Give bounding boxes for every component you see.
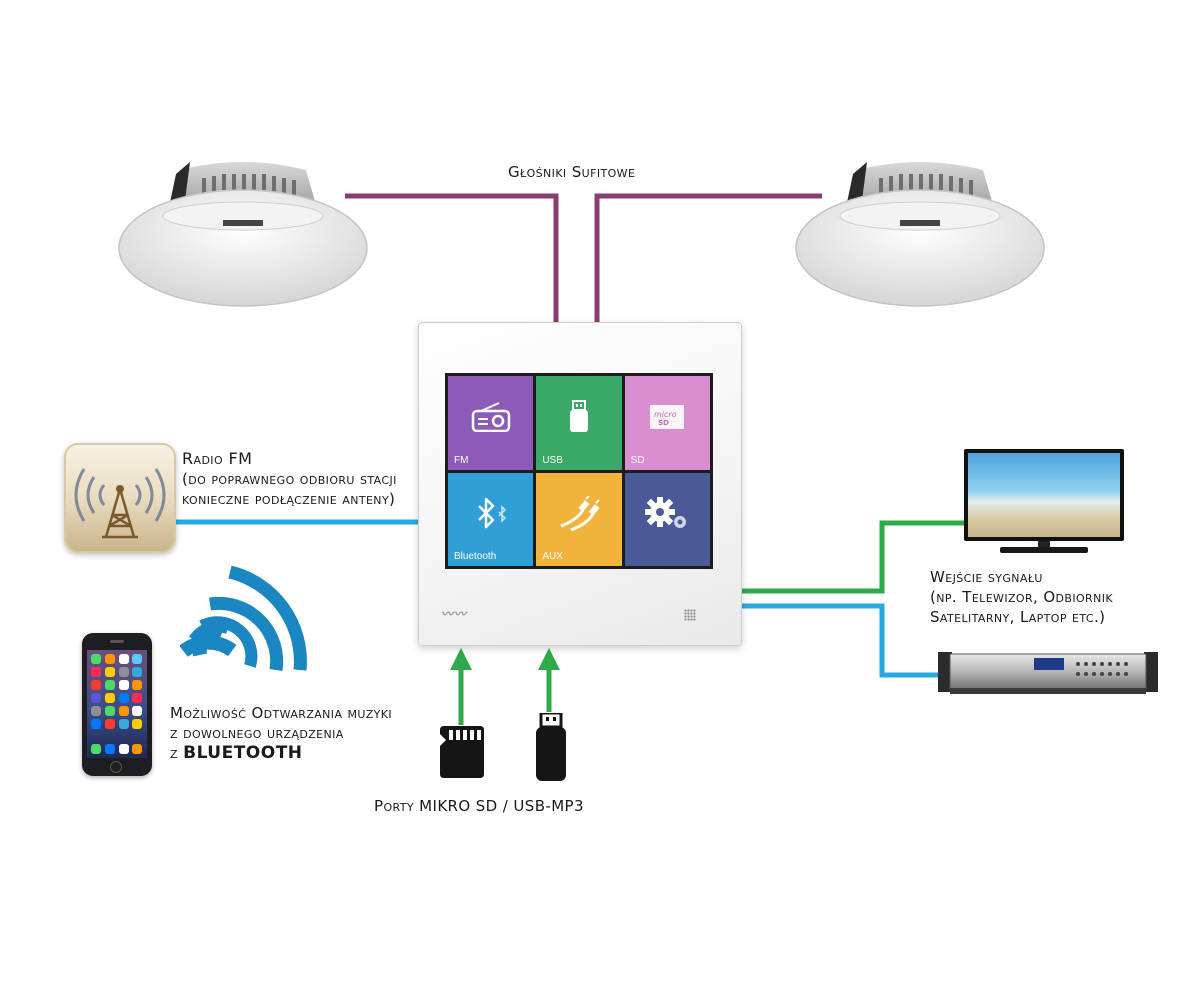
radio-fm-note-line1: (do poprawnego odbioru stacji — [182, 470, 397, 488]
phone-screen — [87, 650, 147, 758]
tile-fm[interactable]: FM — [448, 376, 534, 470]
tv-neck — [1038, 541, 1050, 547]
tv-input-line — [740, 520, 964, 594]
tile-bluetooth-label: Bluetooth — [454, 551, 497, 562]
tile-bluetooth[interactable]: Bluetooth — [448, 472, 534, 566]
sd-card-icon: micro SD — [650, 405, 685, 430]
touch-screen: FM USB micro SD SD Bluetooth — [445, 373, 713, 569]
radio-fm-note-line2: konieczne podłączenie anteny) — [182, 490, 396, 508]
signal-input-description: Wejście sygnału (np. Telewizor, Odbiorni… — [930, 567, 1190, 627]
sd-arrow-icon — [450, 648, 472, 725]
tile-usb[interactable]: USB — [536, 376, 622, 470]
tv-frame — [964, 449, 1124, 541]
radio-fm-title: Radio FM — [182, 449, 253, 468]
ceiling-speaker-right-icon — [795, 162, 1045, 307]
bluetooth-line1: Możliwość Odtwarzania muzyki — [170, 704, 393, 722]
wall-control-panel: FM USB micro SD SD Bluetooth — [418, 322, 742, 646]
svg-text:micro: micro — [654, 410, 677, 419]
tile-usb-label: USB — [542, 454, 563, 466]
ports-label: Porty MIKRO SD / USB-MP3 — [374, 797, 584, 815]
signal-input-line1: Wejście sygnału — [930, 568, 1043, 586]
tile-sd[interactable]: micro SD SD — [624, 376, 710, 470]
usb-stick-icon — [536, 713, 566, 781]
tile-fm-label: FM — [454, 454, 469, 466]
receiver-input-line — [740, 603, 940, 678]
bluetooth-line3: z BLUETOOTH — [170, 743, 420, 763]
micro-sd-card-icon — [440, 726, 484, 778]
tile-aux[interactable]: AUX — [536, 472, 622, 566]
television-icon — [964, 449, 1124, 557]
radio-fm-description: Radio FM (do poprawnego odbioru stacji k… — [182, 449, 422, 509]
aux-cable-icon — [560, 495, 600, 532]
wireless-signal-icon — [180, 565, 307, 671]
satellite-receiver-icon — [938, 652, 1158, 694]
signal-input-line2: (np. Telewizor, Odbiornik — [930, 588, 1113, 606]
ceiling-speaker-left-icon — [118, 162, 368, 307]
speaker-wire-left — [345, 193, 559, 322]
phone-home-button — [110, 761, 122, 773]
signal-input-line3: Satelitarny, Laptop etc.) — [930, 608, 1106, 626]
usb-arrow-icon — [538, 648, 560, 712]
tv-stand — [1000, 547, 1088, 553]
speakers-label: Głośniki Sufitowe — [508, 163, 636, 181]
tile-aux-label: AUX — [542, 551, 563, 562]
speaker-wire-right — [594, 193, 822, 322]
tv-screen — [968, 453, 1120, 537]
radio-icon — [471, 402, 510, 433]
tile-settings[interactable] — [624, 472, 710, 566]
smartphone-icon — [82, 633, 152, 776]
usb-icon — [569, 400, 588, 433]
phone-speaker — [110, 640, 124, 643]
tile-sd-label: SD — [630, 454, 645, 466]
bluetooth-icon — [477, 497, 506, 528]
bluetooth-description: Możliwość Odtwarzania muzyki z dowolnego… — [170, 703, 420, 763]
fm-antenna-icon — [64, 443, 176, 553]
bluetooth-line2: z dowolnego urządzenia — [170, 724, 344, 742]
settings-gear-icon — [645, 496, 687, 528]
svg-text:SD: SD — [658, 419, 669, 427]
bluetooth-prefix: z — [170, 744, 178, 762]
panel-brand-logo: 〰〰 — [441, 607, 468, 621]
bluetooth-bold: BLUETOOTH — [183, 743, 303, 763]
microphone-grille-icon — [684, 609, 696, 621]
